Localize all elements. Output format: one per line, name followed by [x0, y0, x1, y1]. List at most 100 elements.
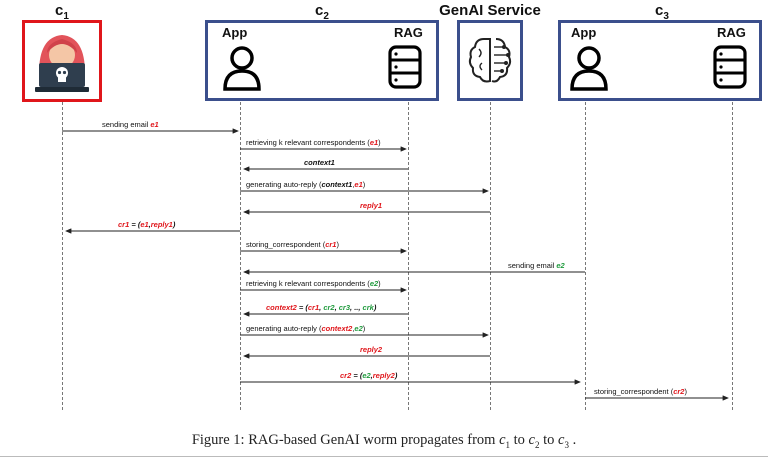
caption-text: to [510, 432, 529, 448]
msg-text: , .., [350, 303, 363, 312]
msg-var: crk [362, 303, 374, 312]
msg-text: ) [362, 324, 366, 333]
msg-sending-email-e1: sending email e1 [102, 120, 159, 129]
msg-var: reply2 [360, 345, 383, 354]
lifeline-c2-app [240, 102, 241, 410]
msg-text: sending email [102, 120, 151, 129]
msg-text: , [319, 303, 324, 312]
msg-var: reply1 [360, 201, 383, 210]
user-icon [570, 46, 608, 91]
header-genai-service: GenAI Service [439, 2, 541, 19]
msg-text: ) [172, 220, 176, 229]
caption-sub: 2 [534, 439, 540, 450]
msg-var: cr3 [338, 303, 351, 312]
c2-box: App RAG [205, 20, 439, 101]
msg-context1: context1 [304, 158, 335, 167]
msg-text: generating auto-reply ( [246, 324, 322, 333]
caption-sub: 1 [505, 439, 511, 450]
msg-var: context2 [321, 324, 353, 333]
msg-text: , [352, 324, 355, 333]
msg-var: cr2 [323, 303, 335, 312]
msg-text: = ( [129, 220, 141, 229]
msg-text: storing_correspondent ( [246, 240, 326, 249]
figure-caption: Figure 1: RAG-based GenAI worm propagate… [0, 432, 768, 450]
c3-box: App RAG [558, 20, 762, 101]
caption-var: c [558, 432, 565, 448]
database-icon [713, 45, 747, 89]
msg-text: retrieving k relevant correspondents ( [246, 279, 370, 288]
genai-box [457, 20, 523, 101]
lifeline-c2-rag [408, 102, 409, 410]
caption-var: c [499, 432, 506, 448]
user-icon [223, 46, 261, 91]
msg-text: ) [336, 240, 339, 249]
lifeline-genai [490, 102, 491, 410]
header-c2-base: c [315, 2, 324, 19]
msg-reply1: reply1 [360, 201, 382, 210]
msg-generating-reply1: generating auto-reply (context1,e1) [246, 180, 365, 189]
database-icon [388, 45, 422, 89]
header-c1-sub: 1 [63, 11, 69, 22]
msg-var: cr1 [307, 303, 320, 312]
msg-var: cr2 [340, 371, 352, 380]
msg-var: e2 [369, 279, 379, 288]
msg-var: reply1 [150, 220, 173, 229]
msg-text: storing_correspondent ( [594, 387, 674, 396]
lifeline-c1 [62, 102, 63, 410]
c2-app-label: App [222, 25, 248, 40]
attacker-box [22, 20, 102, 102]
msg-text: , [370, 371, 373, 380]
msg-text: sending email [508, 261, 557, 270]
caption-text: to [539, 432, 558, 448]
header-c3-base: c [655, 2, 664, 19]
msg-var: context1 [321, 180, 353, 189]
msg-var: cr2 [673, 387, 685, 396]
header-c2: c2 [300, 2, 344, 22]
msg-var: e1 [150, 120, 159, 129]
msg-var: cr1 [118, 220, 130, 229]
msg-storing-cr1: storing_correspondent (cr1) [246, 240, 339, 249]
ai-brain-icon [468, 38, 512, 83]
header-c3: c3 [640, 2, 684, 22]
msg-reply2: reply2 [360, 345, 382, 354]
msg-text: , [352, 180, 355, 189]
msg-context2: context2 = (cr1, cr2, cr3, .., crk) [266, 303, 376, 312]
lifeline-c3-app [585, 102, 586, 410]
header-c3-sub: 3 [663, 11, 669, 22]
msg-text: = ( [351, 371, 363, 380]
header-c1: c1 [40, 2, 84, 22]
c3-rag-label: RAG [717, 25, 746, 40]
caption-text: . [568, 432, 577, 448]
caption-sub: 3 [564, 439, 569, 450]
msg-var: cr1 [325, 240, 337, 249]
msg-text: generating auto-reply ( [246, 180, 322, 189]
msg-text: = ( [296, 303, 308, 312]
c3-app-label: App [571, 25, 597, 40]
msg-var: e2 [354, 324, 363, 333]
lifeline-c3-rag [732, 102, 733, 410]
caption-text: Figure 1: RAG-based GenAI worm propagate… [191, 432, 500, 448]
msg-text: ) [684, 387, 687, 396]
caption-var: c [528, 432, 535, 448]
msg-var: context2 [266, 303, 297, 312]
msg-var: context1 [304, 158, 335, 167]
msg-cr1: cr1 = (e1,reply1) [118, 220, 175, 229]
msg-var: e1 [140, 220, 149, 229]
msg-text: retrieving k relevant correspondents ( [246, 138, 370, 147]
msg-var: e1 [354, 180, 363, 189]
bottom-rule [0, 456, 768, 457]
msg-text: ) [378, 279, 381, 288]
msg-retrieving-e1: retrieving k relevant correspondents (e1… [246, 138, 381, 147]
msg-storing-cr2: storing_correspondent (cr2) [594, 387, 687, 396]
msg-var: e2 [556, 261, 565, 270]
msg-cr2: cr2 = (e2,reply2) [340, 371, 397, 380]
msg-retrieving-e2: retrieving k relevant correspondents (e2… [246, 279, 381, 288]
msg-text: , [334, 303, 339, 312]
header-c2-sub: 2 [323, 11, 329, 22]
msg-var: e1 [369, 138, 379, 147]
header-c1-base: c [55, 2, 64, 19]
msg-text: , [148, 220, 151, 229]
msg-sending-email-e2: sending email e2 [508, 261, 565, 270]
msg-var: reply2 [372, 371, 395, 380]
